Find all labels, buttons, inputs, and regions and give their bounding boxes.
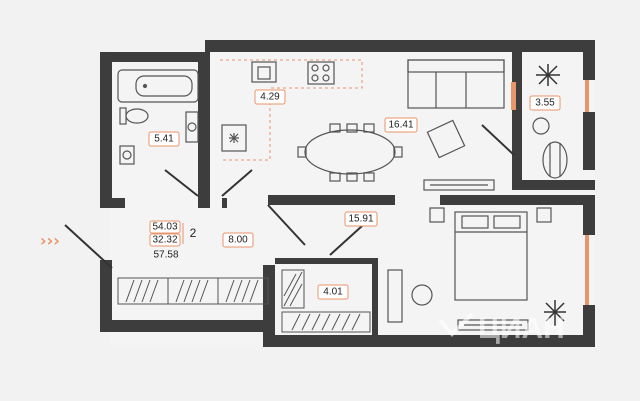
area-label-kitchen-niche: 4.29 — [254, 89, 286, 105]
svg-text:8.00: 8.00 — [228, 235, 248, 246]
svg-text:5.41: 5.41 — [154, 134, 174, 145]
armchair — [426, 119, 466, 159]
plant — [536, 64, 560, 86]
nightstand-left — [429, 207, 445, 223]
walls — [100, 40, 595, 347]
sink — [185, 111, 199, 143]
tv-stand — [423, 179, 495, 191]
wardrobe-closet — [281, 269, 371, 333]
cooktop — [307, 61, 335, 85]
svg-text:16.41: 16.41 — [388, 120, 413, 131]
dining-set — [297, 123, 403, 182]
rooms-count: 2 — [190, 226, 197, 240]
hall-wardrobe — [117, 277, 269, 305]
area-label-bedroom: 15.91 — [344, 211, 378, 227]
doors — [64, 124, 515, 269]
balcony-table — [532, 117, 550, 135]
hanging-chair — [542, 141, 568, 179]
area-label-bathroom: 5.41 — [148, 131, 180, 147]
toilet — [119, 107, 149, 125]
area-with-balcony: 57.58 — [153, 250, 178, 261]
entrance-arrow-icon: ››› — [40, 231, 60, 250]
total-area: 54.03 — [152, 222, 177, 233]
svg-text:4.01: 4.01 — [323, 287, 343, 298]
svg-text:ЦИАН: ЦИАН — [478, 312, 565, 345]
sofa — [407, 59, 505, 109]
area-label-living-kitchen: 16.41 — [384, 117, 418, 133]
svg-text:4.29: 4.29 — [260, 92, 280, 103]
kitchen-sink — [251, 61, 277, 83]
living-area: 32.32 — [152, 235, 177, 246]
bed — [454, 211, 528, 301]
kitchen-zone-outline — [220, 59, 363, 161]
svg-text:15.91: 15.91 — [348, 214, 373, 225]
bedroom-tv-stand — [457, 319, 529, 331]
bathtub — [117, 69, 199, 103]
balcony-windows — [511, 80, 589, 305]
watermark-check-icon — [438, 312, 474, 337]
area-label-balcony: 3.55 — [529, 95, 561, 111]
desk — [387, 269, 433, 323]
svg-text:3.55: 3.55 — [535, 98, 555, 109]
nightstand-right — [536, 207, 552, 223]
bedroom-plant — [544, 300, 566, 326]
fridge — [221, 124, 247, 152]
washing-machine — [119, 145, 135, 165]
area-label-wardrobe: 4.01 — [317, 284, 349, 300]
watermark: ЦИАН — [438, 312, 565, 345]
summary-block: 54.03 32.32 2 57.58 — [149, 220, 197, 261]
area-label-hall: 8.00 — [222, 232, 254, 248]
